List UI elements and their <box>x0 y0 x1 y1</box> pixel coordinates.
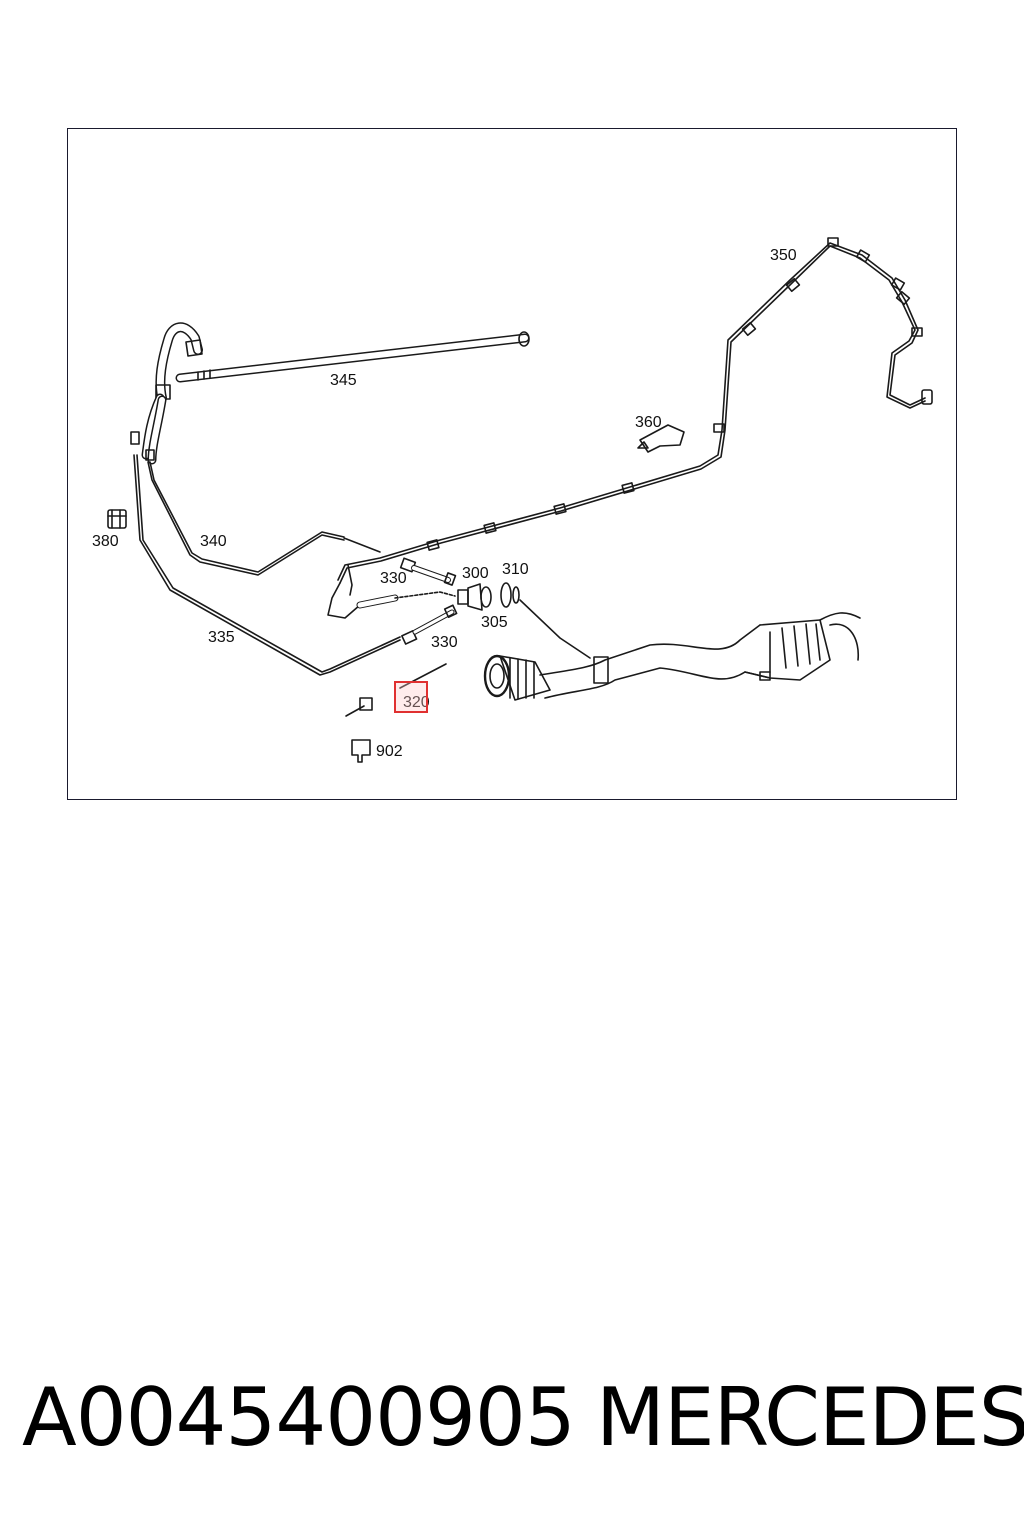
part-label-902: 902 <box>376 743 403 760</box>
bracket-360 <box>637 424 685 453</box>
heater-assembly-300 <box>457 582 591 659</box>
highlighted-part-box[interactable] <box>394 681 428 713</box>
part-label-380: 380 <box>92 533 119 550</box>
part-label-330-upper: 330 <box>380 570 407 587</box>
part-label-350: 350 <box>770 247 797 264</box>
line-335 <box>133 454 458 676</box>
brand-name: MERCEDES <box>596 1371 1024 1464</box>
sensor-902 <box>345 697 373 763</box>
part-label-320[interactable]: 320 <box>403 694 430 711</box>
part-label-330-lower: 330 <box>431 634 458 651</box>
part-label-335: 335 <box>208 629 235 646</box>
part-label-360: 360 <box>635 414 662 431</box>
part-label-345: 345 <box>330 372 357 389</box>
diagram-frame <box>67 128 957 800</box>
part-label-310: 310 <box>502 561 529 578</box>
pipe-345 <box>130 322 530 465</box>
line-340 <box>147 461 457 586</box>
part-label-340: 340 <box>200 533 227 550</box>
line-320 <box>399 663 447 689</box>
part-label-305: 305 <box>481 614 508 631</box>
clip-380 <box>107 509 127 529</box>
part-number: A0045400905 <box>22 1371 576 1464</box>
exhaust-pipe <box>483 612 861 701</box>
line-350 <box>327 237 933 619</box>
part-label-300: 300 <box>462 565 489 582</box>
